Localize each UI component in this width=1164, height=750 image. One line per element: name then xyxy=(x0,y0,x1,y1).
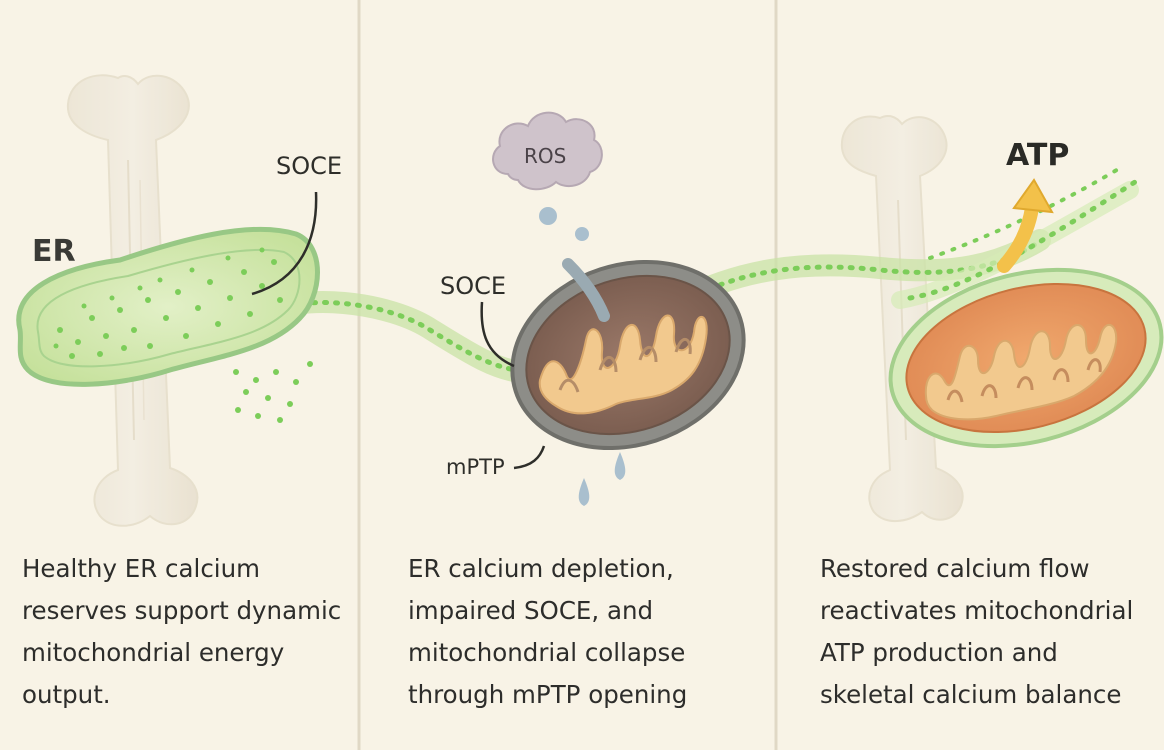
soce-mid-pointer xyxy=(480,301,515,368)
soce-mid-label: SOCE xyxy=(440,272,507,300)
damaged-mitochondrion xyxy=(510,258,746,451)
mptp-pointer xyxy=(513,445,546,470)
soce-left-pointer xyxy=(251,191,318,296)
ros-cloud xyxy=(492,111,603,191)
mptp-label: mPTP xyxy=(446,455,505,479)
ros-droplets xyxy=(539,207,589,241)
caption-depletion: ER calcium depletion, impaired SOCE, and… xyxy=(408,554,688,709)
calcium-spill-dots xyxy=(233,361,313,423)
atp-label: ATP xyxy=(1006,138,1070,173)
healthy-mitochondrion xyxy=(888,267,1164,449)
caption-healthy: Healthy ER calcium reserves support dyna… xyxy=(22,554,342,709)
er-organelle xyxy=(16,226,320,387)
caption-restored: Restored calcium flow reactivates mitoch… xyxy=(820,554,1134,709)
soce-left-label: SOCE xyxy=(276,152,343,180)
er-label: ER xyxy=(32,234,76,269)
atp-arrow xyxy=(997,178,1054,273)
ros-label: ROS xyxy=(524,144,567,168)
leak-droplets xyxy=(578,452,626,506)
